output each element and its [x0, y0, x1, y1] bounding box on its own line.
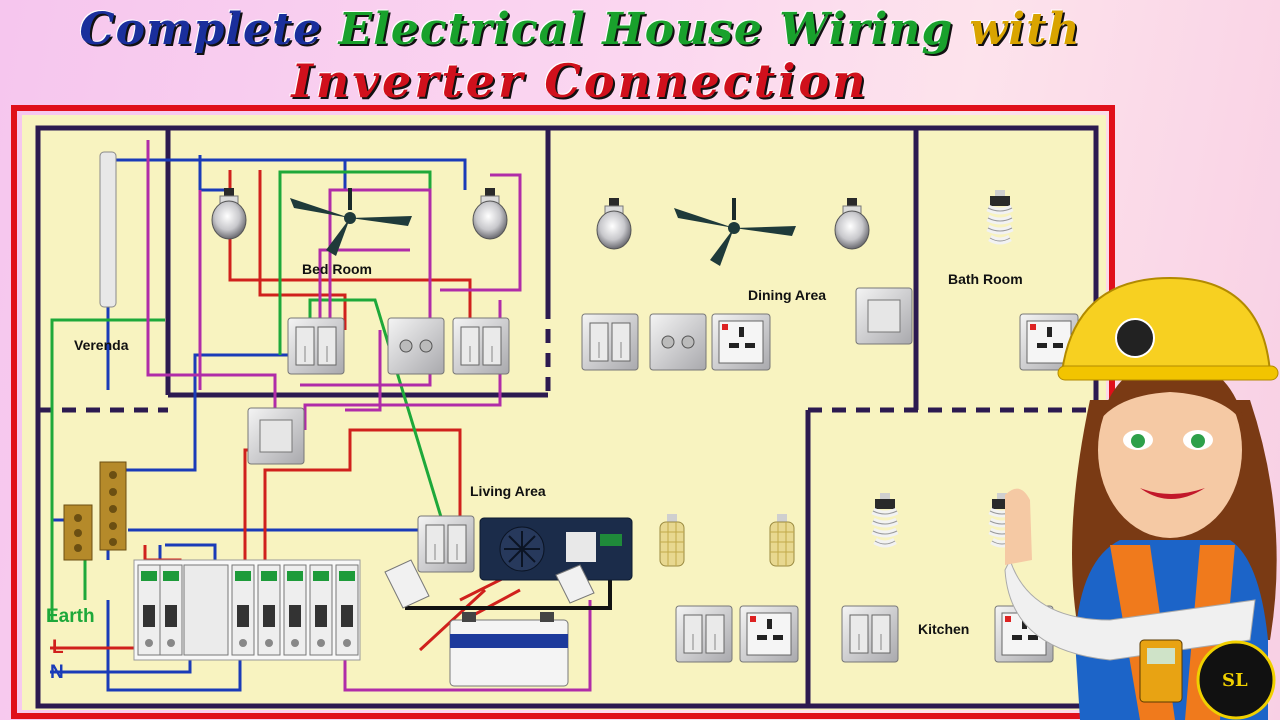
house-walls [35, 125, 1099, 709]
line-label: L [52, 637, 64, 658]
inverter-icon [479, 517, 633, 581]
neutral-label: N [50, 662, 64, 683]
room-label-bath-room: Bath Room [948, 271, 1023, 287]
battery-icon [449, 612, 569, 687]
engineering-academy-badge: SL [1196, 640, 1276, 720]
room-label-kitchen: Kitchen [918, 621, 969, 637]
title-line-2: Inverter Connection [291, 54, 869, 108]
room-label-living-area: Living Area [470, 483, 546, 499]
plug-icon [384, 559, 595, 609]
mcb-3-icon [283, 564, 307, 656]
title-line-1: Complete Electrical House Wiring with [0, 4, 1160, 55]
room-label-dining-area: Dining Area [748, 287, 826, 303]
dining-switch-icon [581, 313, 639, 371]
badge-monogram: SL [1222, 670, 1248, 691]
earth-terminal-block [63, 504, 93, 561]
main-mcb-icon [137, 564, 161, 656]
bedroom-switch-2-icon [452, 317, 510, 375]
rccb-icon [183, 564, 229, 656]
dining-single-switch-icon [855, 287, 913, 345]
living-socket-icon [739, 605, 799, 663]
dining-socket-icon [711, 313, 771, 371]
main-mcb-2-icon [159, 564, 183, 656]
mcb-2-icon [257, 564, 281, 656]
title-word-electrical: Electrical [338, 4, 586, 55]
title-word-complete: Complete [79, 4, 323, 55]
distribution-board [133, 559, 361, 661]
mcb-1-icon [231, 564, 255, 656]
neutral-terminal-block [99, 461, 127, 551]
mcb-4-icon [309, 564, 333, 656]
tube-light-icon [99, 151, 117, 308]
title-word-with: with [969, 4, 1081, 55]
dining-regulator-icon [649, 313, 707, 371]
mcb-5-icon [335, 564, 359, 656]
kitchen-switch-icon [841, 605, 899, 663]
room-label-bed-room: Bed Room [302, 261, 372, 277]
room-label-verenda: Verenda [74, 337, 129, 353]
engineer-character-illustration [1004, 276, 1279, 720]
bedroom-regulator-icon [387, 317, 445, 375]
title-word-house-wiring: House Wiring [602, 4, 954, 55]
living-switch-icon [675, 605, 733, 663]
inverter-switch-icon [417, 515, 475, 573]
verenda-switch-icon [247, 407, 305, 465]
bedroom-switch-1-icon [287, 317, 345, 375]
earth-label: Earth [46, 606, 95, 627]
